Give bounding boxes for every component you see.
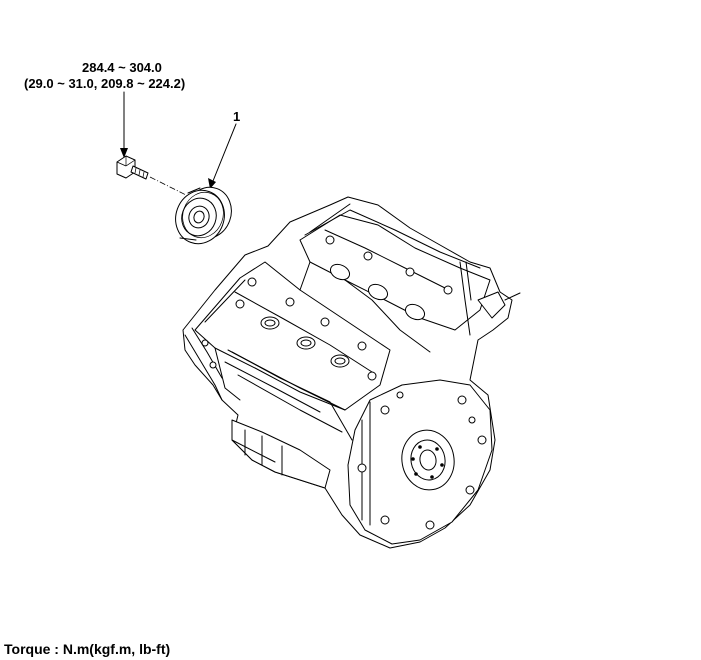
torque-value-kgfm-lbft: (29.0 ~ 31.0, 209.8 ~ 224.2)	[24, 76, 186, 91]
flywheel-hub	[401, 429, 455, 491]
pulley-leader-line	[208, 123, 237, 189]
crankshaft-pulley	[175, 186, 232, 245]
rear-plate-bolts	[357, 391, 487, 530]
assembly-axis-line	[149, 176, 189, 197]
part-callout-number: 1	[233, 109, 241, 124]
spark-plug-bosses-left	[235, 277, 377, 381]
torque-value-nm: 284.4 ~ 304.0	[82, 60, 162, 75]
torque-leader-line	[120, 91, 128, 158]
torque-units-legend: Torque : N.m(kgf.m, lb-ft)	[4, 641, 171, 657]
engine-assembly	[182, 196, 521, 549]
intake-ports-right	[325, 235, 453, 321]
crankshaft-bolt	[116, 155, 149, 180]
